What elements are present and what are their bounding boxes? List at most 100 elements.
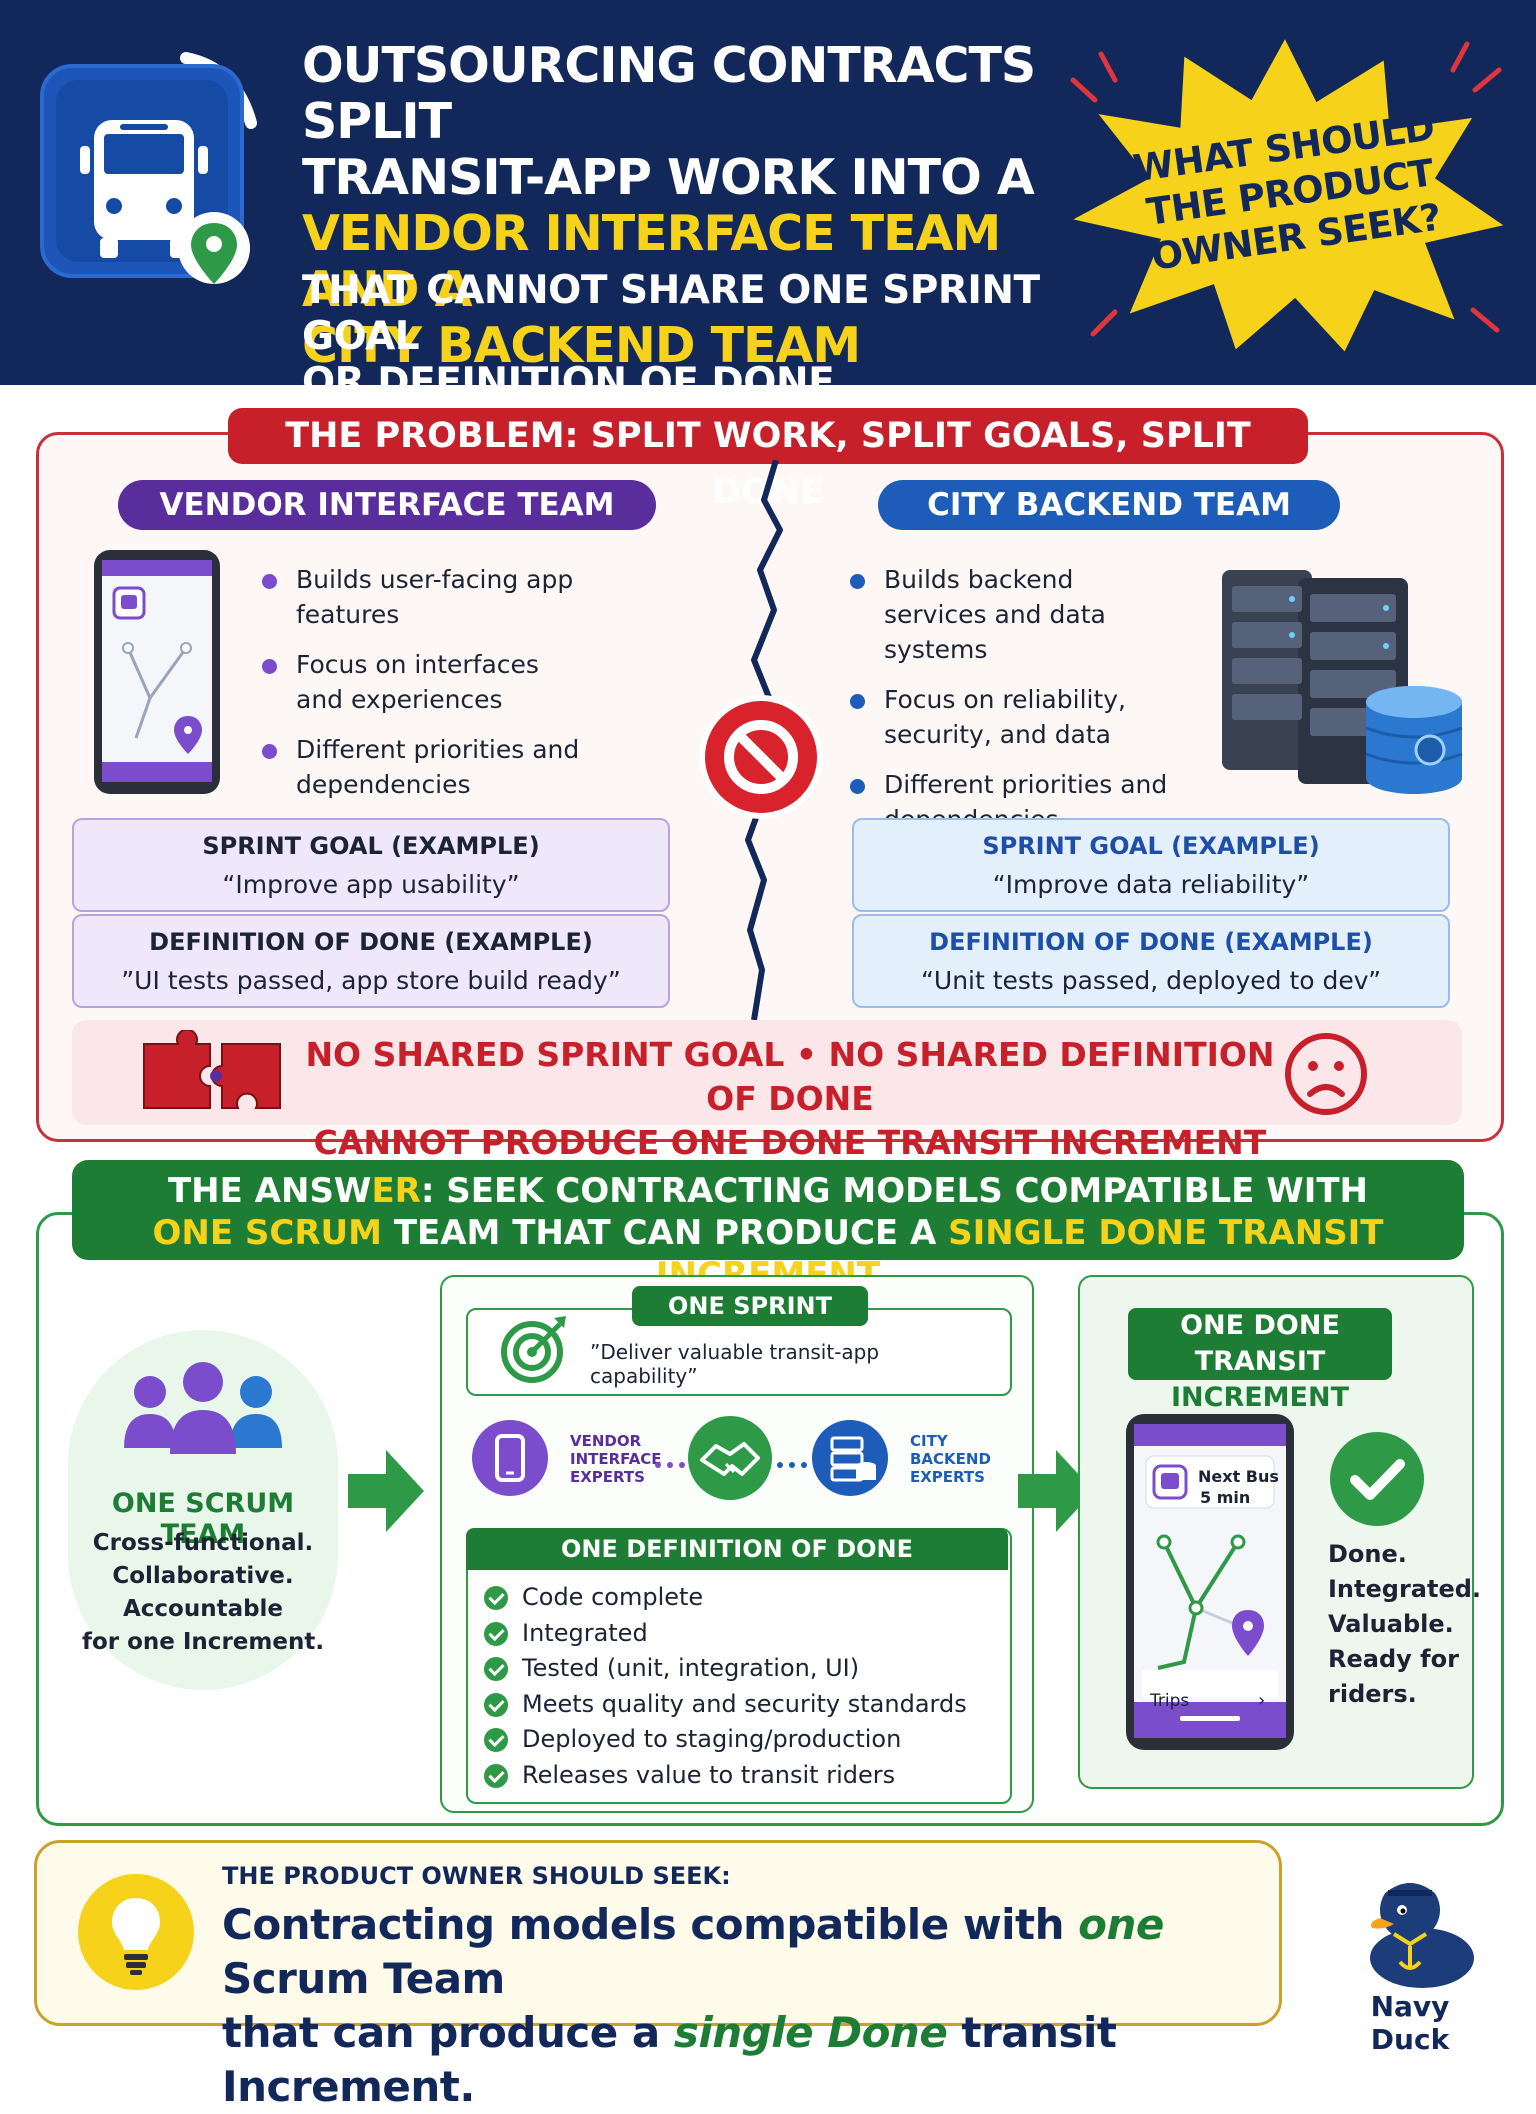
item-text: Releases value to transit riders [522, 1760, 896, 1789]
question-burst [1055, 30, 1515, 360]
desc-line: Done. [1328, 1540, 1407, 1568]
vendor-sprint-goal: SPRINT GOAL (EXAMPLE) “Improve app usabi… [72, 818, 670, 912]
warning-strip [72, 1020, 1462, 1125]
scrum-team-description: Cross-functional. Collaborative. Account… [68, 1527, 338, 1659]
msg-emphasis: one [1078, 1900, 1164, 1949]
vendor-team-title: VENDOR INTERFACE TEAM [118, 480, 656, 530]
check-icon [484, 1692, 508, 1717]
banner-text-highlight: ONE SCRUM [152, 1213, 382, 1253]
list-item: Tested (unit, integration, UI) [484, 1651, 1004, 1687]
check-icon [484, 1657, 508, 1681]
list-item: Different priorities and dependencies [262, 732, 592, 802]
done-increment-label: ONE DONE TRANSIT INCREMENT [1128, 1308, 1392, 1413]
item-text: Tested (unit, integration, UI) [522, 1654, 860, 1682]
item-text: Integrated [522, 1618, 648, 1647]
bullet-text: Focus on interfaces and experiences [296, 650, 539, 714]
dod-value: “Unit tests passed, deployed to dev” [920, 966, 1382, 995]
one-definition-of-done-box [466, 1528, 1012, 1804]
sprint-goal-label: SPRINT GOAL (EXAMPLE) [982, 832, 1320, 860]
desc-line: riders. [1328, 1680, 1417, 1708]
footer-line: that can produce a single Done transit I… [222, 2006, 1262, 2114]
dotted-connector [776, 1454, 810, 1468]
item-text: Code complete [522, 1583, 704, 1611]
desc-line: Integrated. [1328, 1575, 1482, 1603]
banner-text: THE ANSW [167, 1171, 372, 1211]
one-definition-of-done-label: ONE DEFINITION OF DONE [466, 1528, 1008, 1570]
header-subtitle: THAT CANNOT SHARE ONE SPRINT GOAL OR DEF… [302, 268, 1062, 406]
header-subtitle-line: OR DEFINITION OF DONE. [302, 360, 849, 405]
check-icon [484, 1586, 508, 1610]
bullet-text: Builds backend services and data systems [884, 565, 1106, 664]
desc-line: Cross-functional. [92, 1530, 314, 1556]
arrow-right-icon [1018, 1446, 1096, 1536]
sad-face-icon [1284, 1032, 1368, 1116]
bullet-dot [262, 574, 277, 589]
bus-app-icon [36, 38, 286, 298]
list-item: Builds user-facing app features [262, 562, 592, 632]
warning-line: CANNOT PRODUCE ONE DONE TRANSIT INCREMEN… [313, 1123, 1267, 1162]
list-item: Integrated [484, 1616, 1004, 1652]
puzzle-icon [138, 1028, 288, 1120]
one-sprint-goal-label: ONE SPRINT GOAL [632, 1286, 868, 1360]
check-icon [484, 1621, 508, 1646]
team-people-icon [118, 1356, 288, 1466]
phone-circle-icon [470, 1418, 550, 1498]
warning-line: NO SHARED SPRINT GOAL • NO SHARED DEFINI… [305, 1035, 1275, 1118]
warning-text: NO SHARED SPRINT GOAL • NO SHARED DEFINI… [300, 1033, 1280, 1165]
msg-text: Scrum Team [222, 1954, 505, 2003]
footer-line: Contracting models compatible with one S… [222, 1898, 1262, 2006]
msg-text: Contracting models compatible with [222, 1900, 1079, 1949]
list-item: Deployed to staging/production [484, 1722, 1004, 1758]
lightbulb-icon [76, 1872, 196, 1992]
dod-value: ”UI tests passed, app store build ready” [121, 966, 621, 995]
handshake-icon [686, 1414, 774, 1502]
vendor-experts-label: VENDOR INTERFACE EXPERTS [570, 1432, 670, 1486]
city-experts-label: CITY BACKEND EXPERTS [910, 1432, 1010, 1486]
dod-label: DEFINITION OF DONE (EXAMPLE) [149, 928, 593, 956]
desc-line: Valuable. [1328, 1610, 1454, 1638]
city-sprint-goal: SPRINT GOAL (EXAMPLE) “Improve data reli… [852, 818, 1450, 912]
sprint-goal-label: SPRINT GOAL (EXAMPLE) [202, 832, 540, 860]
list-item: Code complete [484, 1580, 1004, 1616]
label-line: INCREMENT [1170, 1382, 1350, 1413]
answer-banner-line: THE ANSWER: SEEK CONTRACTING MODELS COMP… [72, 1170, 1464, 1212]
done-increment-description: Done. Integrated. Valuable. Ready for ri… [1328, 1537, 1482, 1712]
sprint-goal-value: “Improve data reliability” [992, 870, 1310, 899]
definition-of-done-list: Code complete Integrated Tested (unit, i… [484, 1580, 1004, 1793]
target-icon [496, 1312, 570, 1386]
list-item: Focus on interfaces and experiences [262, 647, 592, 717]
no-sign-icon [696, 692, 826, 822]
server-database-icon [1218, 560, 1466, 800]
check-icon [484, 1763, 508, 1788]
bullet-text: Builds user-facing app features [296, 565, 574, 629]
header-subtitle-line: THAT CANNOT SHARE ONE SPRINT GOAL [302, 268, 1040, 359]
next-bus-time: 5 min [1200, 1488, 1251, 1507]
trips-tab[interactable]: Trips [1150, 1691, 1190, 1711]
header-title-highlight: VENDOR INTERFACE TEAM AND A [302, 205, 1001, 318]
bullet-text: Different priorities and dependencies [296, 735, 580, 799]
msg-emphasis: single Done [673, 2008, 948, 2057]
header-title-highlight: CITY BACKEND TEAM [302, 317, 861, 374]
vendor-phone-icon [92, 548, 222, 796]
banner-text: : SEEK CONTRACTING MODELS COMPATIBLE WIT… [420, 1171, 1369, 1211]
banner-text: TEAM THAT CAN PRODUCE A [381, 1213, 949, 1253]
one-sprint-goal-value: ”Deliver valuable transit-app capability… [590, 1340, 880, 1388]
label-line: ONE DONE TRANSIT [1128, 1308, 1392, 1380]
city-bullets: Builds backend services and data systems… [850, 562, 1180, 852]
bullet-dot [262, 659, 277, 674]
label-line: BACKEND [910, 1450, 991, 1468]
bullet-dot [262, 744, 277, 759]
label-line: CITY [910, 1432, 948, 1450]
check-icon [484, 1728, 508, 1752]
next-bus-label: Next Bus [1198, 1467, 1279, 1486]
desc-line: for one Increment. [81, 1629, 325, 1655]
chevron-right-icon[interactable]: › [1258, 1690, 1266, 1711]
done-phone: Next Bus 5 min Trips › [1124, 1412, 1296, 1752]
sprint-goal-value: “Improve app usability” [222, 870, 520, 899]
footer-message: Contracting models compatible with one S… [222, 1898, 1262, 2114]
vendor-definition-of-done: DEFINITION OF DONE (EXAMPLE) ”UI tests p… [72, 914, 670, 1008]
vendor-bullets: Builds user-facing app features Focus on… [262, 562, 592, 817]
label-line: INTERFACE [570, 1450, 662, 1468]
list-item: Focus on reliability, security, and data [850, 682, 1180, 752]
header-title-line: OUTSOURCING CONTRACTS SPLIT [302, 37, 1036, 150]
